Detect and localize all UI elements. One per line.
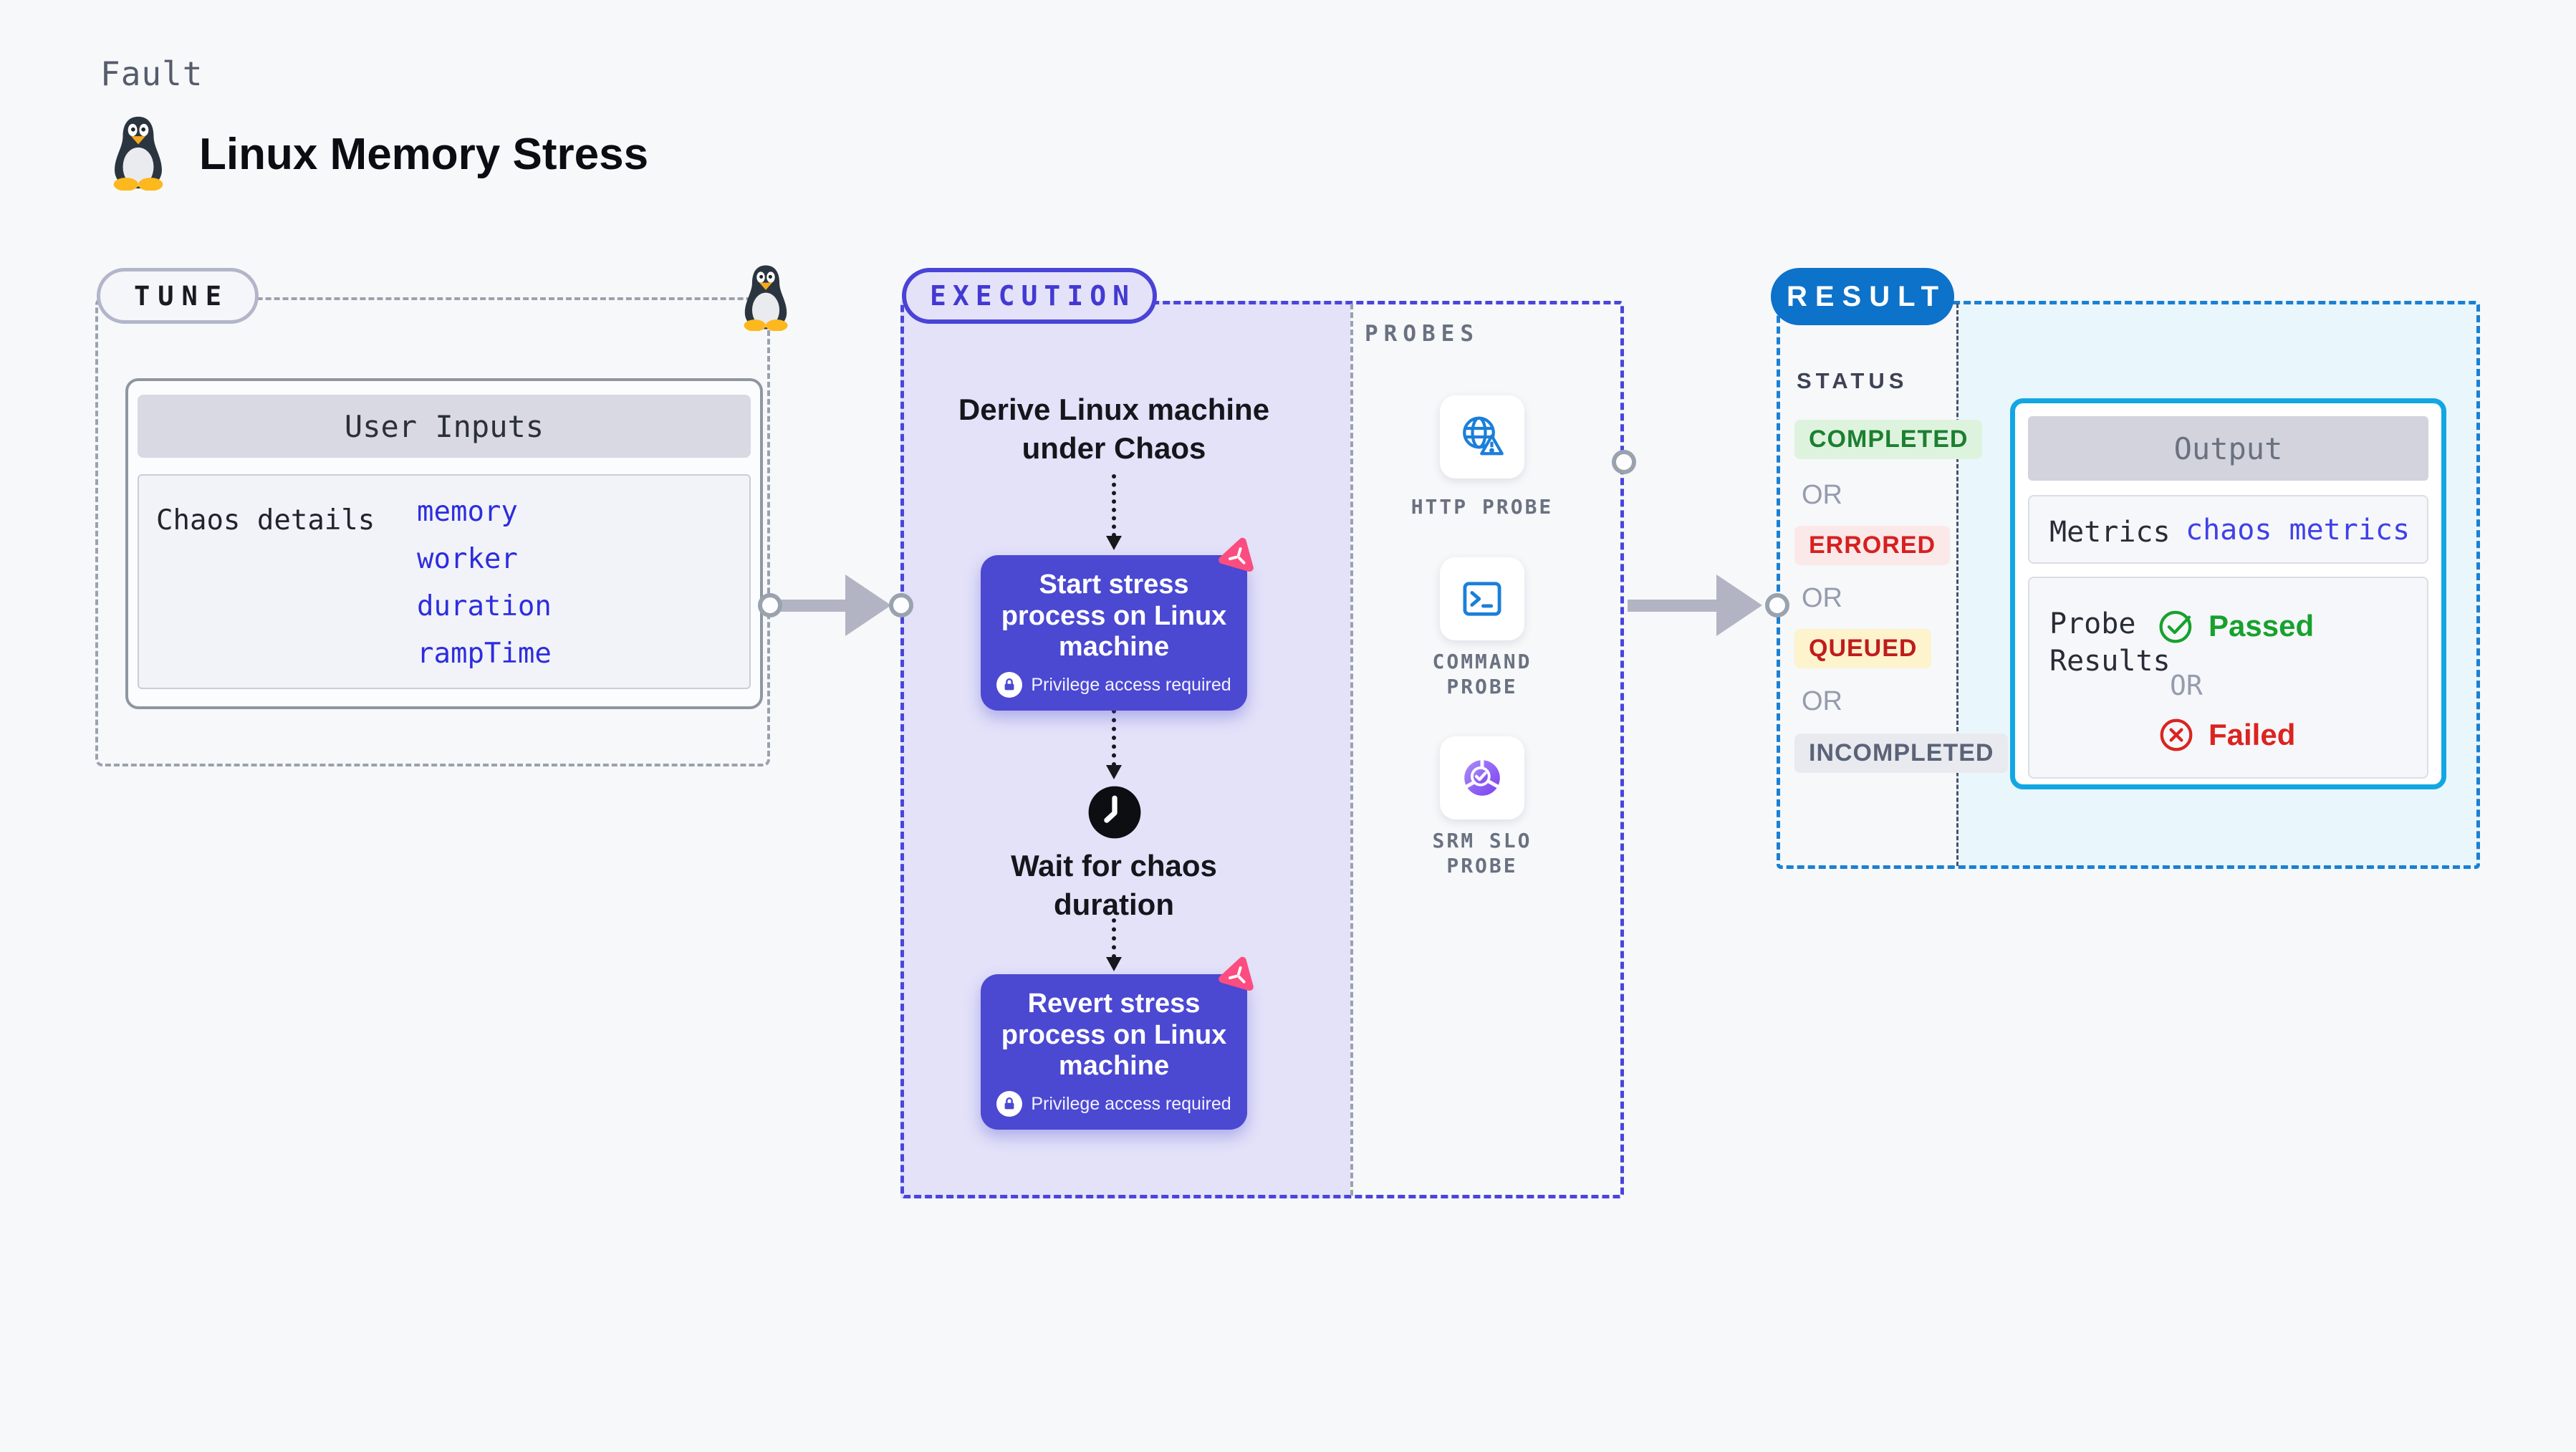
input-value-duration: duration xyxy=(417,590,552,622)
user-inputs-body: Chaos details memory worker duration ram… xyxy=(138,474,751,689)
globe-alert-icon xyxy=(1463,416,1504,456)
passed-label: Passed xyxy=(2209,609,2315,643)
input-value-memory: memory xyxy=(417,496,518,528)
clock-icon xyxy=(1088,786,1141,839)
execution-input-connector xyxy=(889,593,913,617)
privilege-note: Privilege access required xyxy=(994,672,1234,698)
terminal-icon xyxy=(1463,582,1501,616)
execution-section-box xyxy=(900,301,1624,1198)
probe-result-failed: Failed xyxy=(2157,716,2295,754)
tune-to-execution-arrowhead xyxy=(845,574,891,636)
execution-to-result-arrowhead xyxy=(1716,574,1762,636)
flow-arrow-down xyxy=(1106,918,1122,971)
execution-probes-divider xyxy=(1350,304,1353,1196)
tune-output-connector xyxy=(758,593,782,617)
privilege-note-text: Privilege access required xyxy=(1031,1093,1231,1114)
metrics-row: Metrics chaos metrics xyxy=(2028,495,2428,564)
or-separator: OR xyxy=(2170,670,2203,701)
lock-icon xyxy=(996,672,1023,698)
chaos-details-label: Chaos details xyxy=(156,504,375,537)
slo-donut-icon xyxy=(1464,757,1501,796)
tux-penguin-icon xyxy=(744,265,788,331)
output-header: Output xyxy=(2028,416,2428,481)
http-probe-card xyxy=(1440,395,1524,479)
probe-results-label: Probe Results xyxy=(2049,607,2171,678)
step-start-stress-title: Start stress process on Linux machine xyxy=(1001,569,1227,663)
output-card: Output Metrics chaos metrics Probe Resul… xyxy=(2010,398,2446,789)
x-circle-icon xyxy=(2160,718,2193,751)
command-probe-label: COMMAND PROBE xyxy=(1432,650,1532,698)
execution-to-result-arrow xyxy=(1628,600,1718,612)
probe-results-row: Probe Results Passed OR Failed xyxy=(2028,577,2428,779)
step-start-stress-node: Start stress process on Linux machine Pr… xyxy=(981,537,1254,711)
input-value-ramptime: rampTime xyxy=(417,638,552,670)
probes-heading: PROBES xyxy=(1365,321,1479,347)
metrics-label: Metrics xyxy=(2049,516,2171,549)
tune-badge: TUNE xyxy=(97,268,259,324)
tux-penguin-icon xyxy=(113,116,163,191)
status-badge-incompleted: INCOMPLETED xyxy=(1794,734,2009,773)
status-badge-errored: ERRORED xyxy=(1794,526,1951,565)
probe-result-passed: Passed xyxy=(2157,607,2314,645)
status-badge-queued: QUEUED xyxy=(1794,629,1932,668)
step-revert-stress-title: Revert stress process on Linux machine xyxy=(1001,989,1227,1082)
http-probe-label: HTTP PROBE xyxy=(1410,495,1554,519)
result-input-connector xyxy=(1765,593,1789,617)
fault-eyebrow: Fault xyxy=(100,54,203,93)
page-title: Linux Memory Stress xyxy=(199,130,649,179)
privilege-note: Privilege access required xyxy=(994,1091,1234,1117)
step-wait-duration: Wait for chaos duration xyxy=(1011,849,1217,921)
command-probe-card xyxy=(1440,557,1524,640)
flow-arrow-down xyxy=(1106,709,1122,779)
status-heading: STATUS xyxy=(1797,368,1908,393)
srm-slo-probe-label: SRM SLO PROBE xyxy=(1432,829,1532,878)
or-separator: OR xyxy=(1802,480,1842,510)
probes-output-connector xyxy=(1612,450,1636,474)
privilege-note-text: Privilege access required xyxy=(1031,674,1231,695)
step-revert-stress-node: Revert stress process on Linux machine P… xyxy=(981,956,1254,1130)
input-value-worker: worker xyxy=(417,543,518,575)
failed-label: Failed xyxy=(2209,718,2296,751)
status-badge-completed: COMPLETED xyxy=(1794,420,1983,459)
result-badge: RESULT xyxy=(1771,268,1954,325)
chaos-fault-icon xyxy=(1219,537,1254,572)
tune-to-execution-arrow xyxy=(774,600,848,612)
tune-section-box xyxy=(95,297,770,766)
result-status-divider xyxy=(1956,304,1959,866)
lock-icon xyxy=(996,1091,1023,1117)
chaos-fault-icon xyxy=(1219,956,1254,991)
user-inputs-header: User Inputs xyxy=(138,395,751,458)
or-separator: OR xyxy=(1802,583,1842,613)
srm-slo-probe-card xyxy=(1440,736,1524,819)
or-separator: OR xyxy=(1802,686,1842,716)
result-section-box xyxy=(1777,301,2480,869)
execution-badge: EXECUTION xyxy=(902,268,1157,324)
flow-arrow-down xyxy=(1106,474,1122,550)
user-inputs-card: User Inputs Chaos details memory worker … xyxy=(125,378,763,709)
check-circle-icon xyxy=(2159,610,2192,643)
metrics-value: chaos metrics xyxy=(2186,514,2411,547)
step-derive-machine: Derive Linux machine under Chaos xyxy=(958,393,1270,465)
